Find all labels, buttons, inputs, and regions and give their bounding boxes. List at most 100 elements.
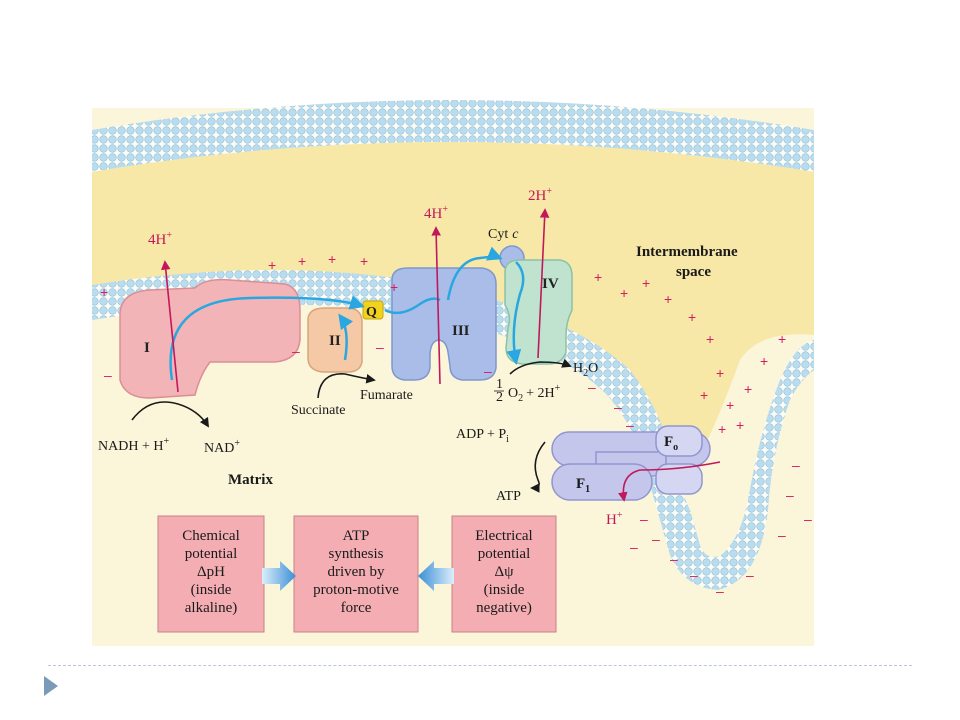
svg-text:+: + [700, 387, 708, 403]
chemical-potential-box: Chemical potential ΔpH (inside alkaline) [157, 515, 265, 633]
svg-text:–: – [716, 583, 724, 599]
svg-text:+: + [390, 279, 398, 295]
svg-text:–: – [670, 551, 678, 567]
svg-text:2H+: 2H+ [528, 186, 552, 204]
f1-label: F [576, 476, 585, 492]
cyt-c-label: Cyt [488, 227, 508, 242]
complex-iii: III [391, 267, 497, 381]
svg-text:F1: F1 [576, 476, 590, 495]
complex-iv-proton-plus: + [546, 186, 552, 197]
svg-text:+: + [736, 417, 744, 433]
svg-text:4H+: 4H+ [148, 230, 172, 248]
svg-text:–: – [652, 531, 660, 547]
svg-text:+: + [688, 309, 696, 325]
svg-text:H2O: H2O [573, 361, 598, 379]
svg-text:+: + [328, 251, 336, 267]
nad-label: NAD [204, 441, 234, 456]
svg-text:–: – [690, 567, 698, 583]
chemical-line-2: potential [185, 546, 238, 562]
footer-divider [48, 665, 912, 666]
svg-text:+: + [100, 284, 108, 300]
atp-synthesis-line-1: ATP [343, 528, 370, 544]
atp-synthesis-line-4: proton-motive [313, 582, 399, 598]
svg-text:H+: H+ [606, 510, 623, 528]
svg-text:+: + [268, 257, 276, 273]
complex-iv-proton-label: 2H [528, 188, 547, 204]
fo-label: F [664, 434, 673, 450]
f1-subscript: 1 [585, 484, 590, 495]
intermembrane-label-line1: Intermembrane [636, 244, 738, 260]
svg-text:Fo: Fo [664, 434, 678, 453]
svg-text:+: + [716, 365, 724, 381]
fo-subscript: o [673, 442, 678, 453]
svg-text:+: + [760, 353, 768, 369]
atp-synthesis-line-3: driven by [327, 564, 385, 580]
succinate-label: Succinate [291, 403, 345, 418]
ubiquinone: Q [362, 300, 384, 320]
adp-subscript: i [506, 434, 509, 445]
electrical-line-3: Δψ [494, 564, 514, 580]
svg-text:+: + [706, 331, 714, 347]
positive-charges: ++++ ++ +++ +++ +++ +++ ++ [100, 251, 786, 437]
svg-text:+: + [744, 381, 752, 397]
svg-text:–: – [104, 367, 112, 383]
chemical-line-1: Chemical [182, 528, 239, 544]
atp-synthesis-line-5: force [341, 600, 372, 616]
negative-charges: ––– ––– ––– ––– ––– ––– [104, 339, 812, 599]
matrix-label: Matrix [228, 472, 273, 488]
svg-text:–: – [614, 399, 622, 415]
substrate-arrows [131, 358, 572, 493]
atp-synthase: Fo F1 [551, 425, 711, 501]
synthase-proton-label: H [606, 512, 617, 528]
atp-synthesis-line-2: synthesis [328, 546, 383, 562]
atp-synthesis-box: ATP synthesis driven by proton-motive fo… [293, 515, 419, 633]
half-denominator: 2 [496, 390, 503, 405]
svg-text:+: + [642, 275, 650, 291]
chemical-line-5: alkaline) [185, 600, 237, 616]
svg-text:+: + [298, 253, 306, 269]
o2-o: O [508, 386, 518, 401]
svg-text:+: + [360, 253, 368, 269]
complex-i: I [119, 278, 301, 399]
h2o-h: H [573, 361, 583, 376]
svg-text:NAD+: NAD+ [204, 438, 240, 456]
complex-i-proton-plus: + [166, 230, 172, 241]
proton-flow [160, 208, 721, 502]
electrical-line-5: negative) [476, 600, 532, 616]
svg-text:–: – [804, 511, 812, 527]
complex-iii-proton-plus: + [442, 204, 448, 215]
svg-text:+: + [664, 291, 672, 307]
nadh-label: NADH + H [98, 439, 163, 454]
complex-iii-label: III [452, 323, 470, 339]
complex-ii-label: II [329, 333, 341, 349]
svg-text:4H+: 4H+ [424, 204, 448, 222]
svg-text:–: – [292, 343, 300, 359]
atp-label: ATP [496, 489, 521, 504]
half-numerator: 1 [496, 377, 503, 392]
svg-text:–: – [786, 487, 794, 503]
complex-i-label: I [144, 340, 150, 356]
svg-text:+: + [778, 331, 786, 347]
adp-label: ADP + P [456, 427, 506, 442]
svg-text:+: + [620, 285, 628, 301]
h2o-sub: 2 [583, 368, 588, 379]
svg-text:–: – [484, 363, 492, 379]
svg-text:–: – [746, 567, 754, 583]
svg-text:+: + [718, 421, 726, 437]
svg-text:–: – [792, 457, 800, 473]
nad-plus: + [234, 438, 240, 449]
electrical-line-4: (inside [484, 582, 525, 598]
svg-text:–: – [640, 511, 648, 527]
synthase-proton-plus: + [617, 510, 623, 521]
slide-bullet-icon [44, 676, 58, 696]
q-label: Q [366, 305, 377, 320]
svg-text:–: – [778, 527, 786, 543]
electrical-potential-box: Electrical potential Δψ (inside negative… [451, 515, 557, 633]
h2o-o: O [588, 361, 598, 376]
cyt-c-italic: c [512, 227, 519, 242]
o2-sub: 2 [518, 393, 523, 404]
svg-text:NADH + H+: NADH + H+ [98, 436, 169, 454]
chemical-line-3: ΔpH [197, 564, 225, 580]
